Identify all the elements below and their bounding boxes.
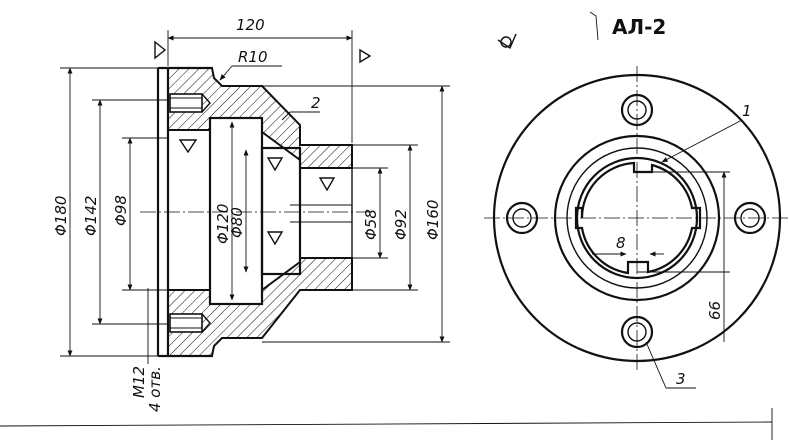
dim-d120: Φ120 — [214, 204, 232, 244]
callout-3: 3 — [676, 370, 686, 388]
bolt-hole-top — [620, 93, 654, 127]
dim-length: 120 — [236, 16, 265, 34]
dim-d160: Φ160 — [424, 200, 442, 240]
note-holes: 4 отв. — [146, 366, 164, 412]
threaded-hole-top — [169, 93, 211, 113]
dim-d180: Φ180 — [52, 196, 70, 236]
bore-medium — [260, 146, 302, 276]
section-view: 120 R10 2 Φ180 Φ142 Φ98 Φ120 Φ80 Φ58 — [52, 16, 450, 412]
dim-d80: Φ80 — [228, 207, 246, 238]
dim-d92: Φ92 — [392, 209, 410, 240]
dim-d98: Φ98 — [112, 195, 130, 226]
dim-radius: R10 — [238, 48, 268, 66]
bolt-hole-left — [505, 201, 539, 235]
callout-1: 1 — [742, 102, 752, 120]
dim-keyway-depth: 66 — [706, 301, 724, 320]
section-hatch-bottom — [167, 257, 353, 357]
note-thread: M12 — [130, 366, 148, 398]
dim-d142: Φ142 — [82, 196, 100, 236]
callout-2: 2 — [311, 94, 321, 112]
finish-symbol — [497, 33, 517, 50]
bolt-hole-right — [733, 201, 767, 235]
threaded-hole-bottom — [169, 313, 211, 333]
front-view: АЛ-2 1 — [484, 11, 789, 389]
bore-keyway — [574, 161, 702, 275]
finish-mark — [178, 139, 198, 154]
dim-keyway-width: 8 — [616, 234, 626, 252]
bolt-hole-bottom — [620, 315, 654, 349]
frame-line — [0, 421, 773, 427]
drawing-title: АЛ-2 — [612, 15, 666, 39]
dim-d58: Φ58 — [362, 209, 380, 240]
